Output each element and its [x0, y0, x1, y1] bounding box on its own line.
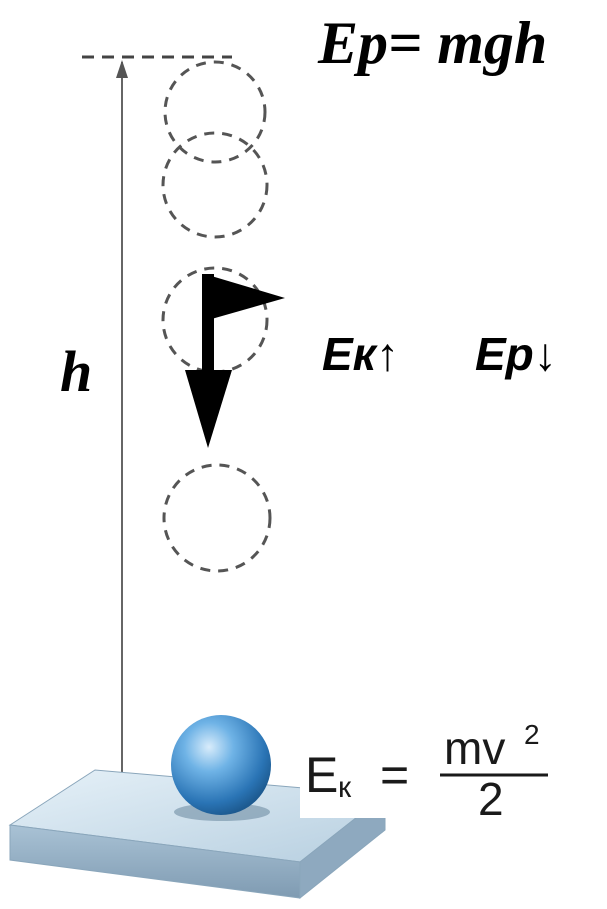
ball	[171, 715, 271, 815]
kinetic-energy-increase-label: Eк↑	[322, 328, 399, 380]
velocity-arrow	[185, 274, 285, 448]
height-label: h	[60, 339, 92, 404]
ball-position-dashed	[163, 60, 267, 164]
kinetic-formula-equals: =	[380, 747, 409, 803]
potential-energy-formula: Ep= mgh	[317, 10, 547, 76]
height-dimension-line	[116, 60, 128, 812]
kinetic-formula-lhs: E	[305, 747, 338, 803]
kinetic-formula-denominator: 2	[478, 773, 504, 825]
kinetic-formula-background	[300, 710, 585, 818]
ball-position-dashed	[162, 463, 272, 573]
kinetic-energy-formula: E к = mv 2 2	[305, 719, 548, 825]
ball-position-dashed	[161, 131, 269, 239]
potential-energy-decrease-label: Ep↓	[475, 328, 557, 380]
kinetic-formula-subscript: к	[338, 771, 352, 804]
kinetic-formula-numerator: mv	[444, 722, 505, 774]
kinetic-formula-exponent: 2	[524, 719, 540, 750]
